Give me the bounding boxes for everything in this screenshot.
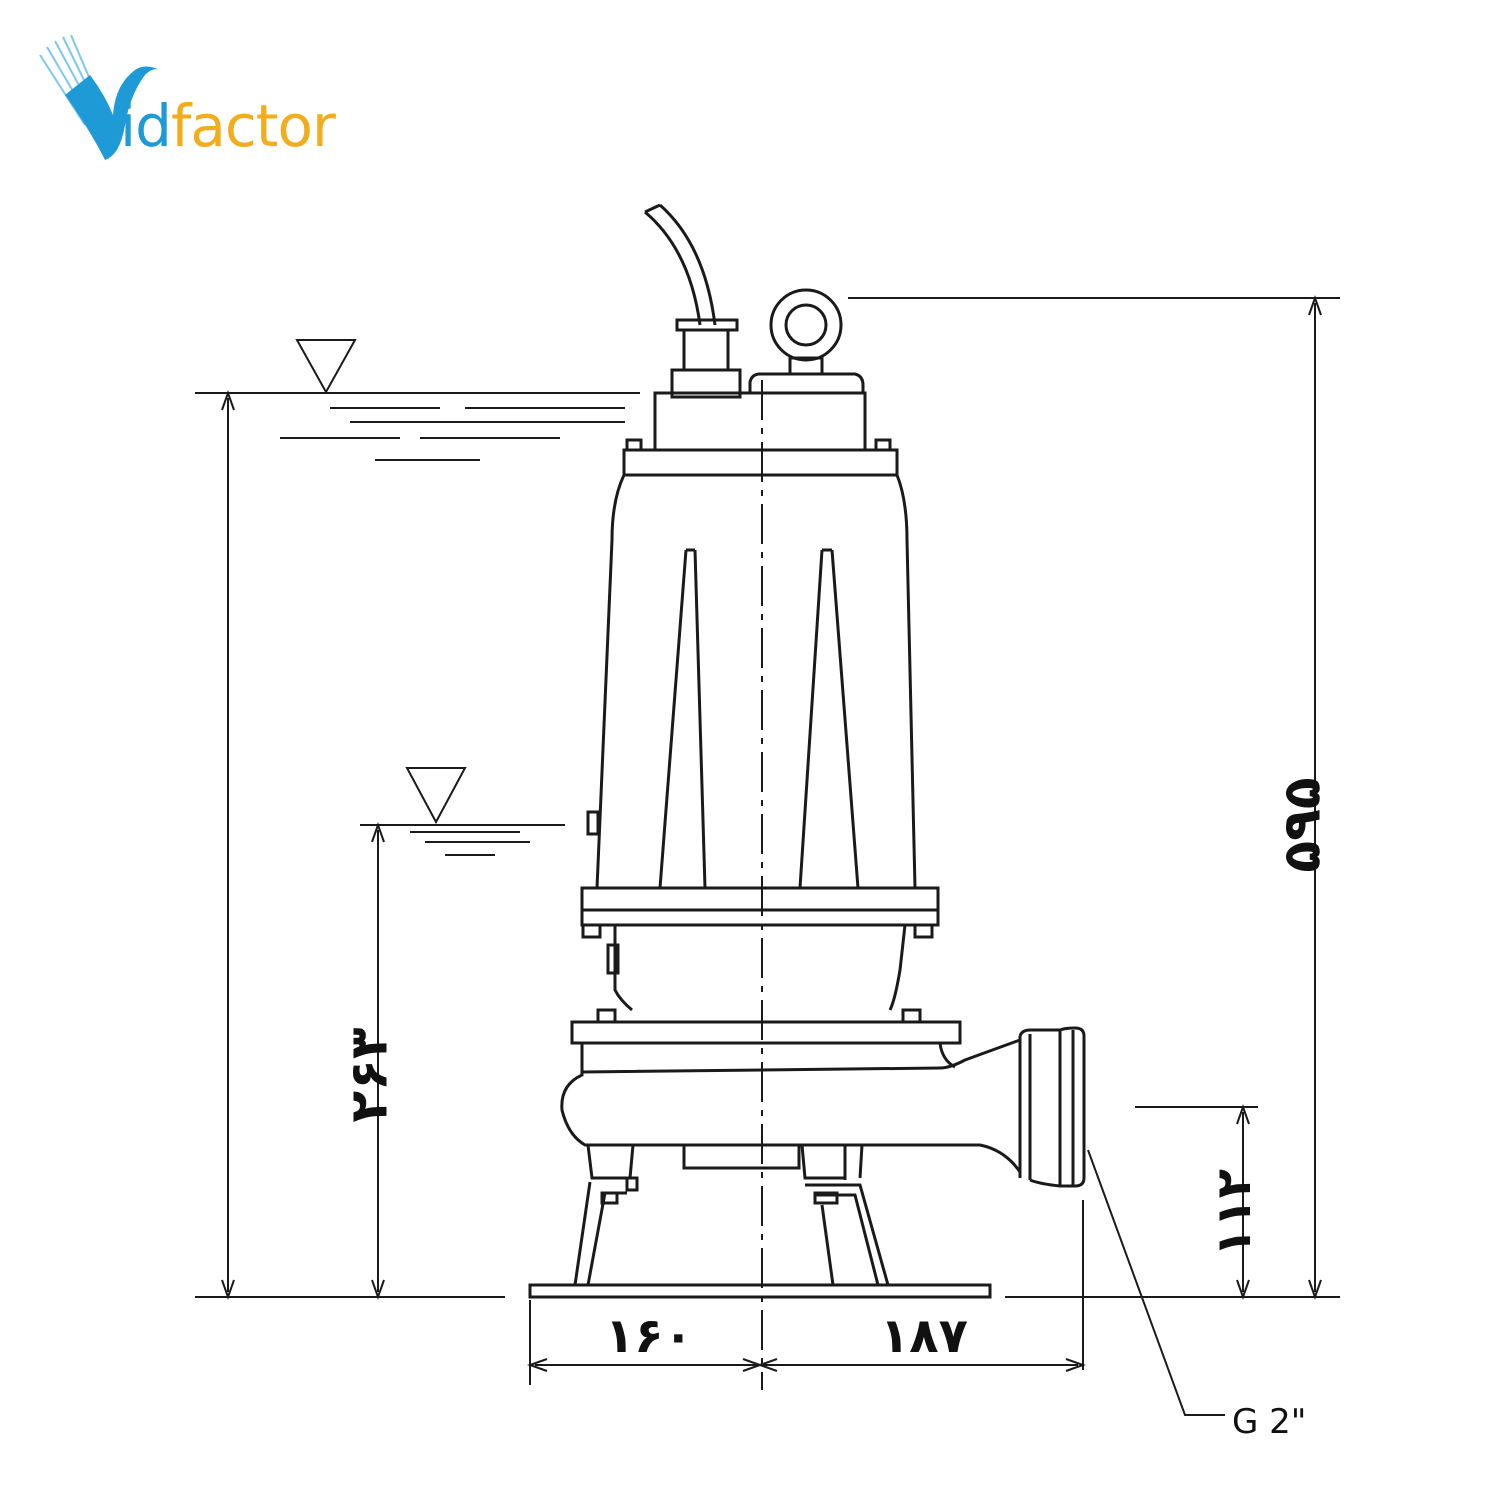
logo-prefix: id [120, 92, 172, 160]
discharge-thread-label: G 2" [1232, 1402, 1307, 1442]
dimension-lines [221, 294, 1322, 1416]
dimension-discharge-height: ۱۱۲ [1205, 1169, 1262, 1257]
dimension-total-height: ۵۹۵ [1272, 777, 1333, 873]
pump-volute [560, 1008, 1086, 1188]
lower-water-level [360, 767, 565, 856]
logo-wordmark: idfactor [120, 92, 336, 160]
dimension-min-water-level: ۲۶۳ [339, 1027, 400, 1123]
reference-lines [195, 297, 1340, 1385]
motor-housing [580, 391, 940, 1012]
vidfactor-logo-mark [39, 35, 160, 160]
lifting-eye-bolt [748, 288, 865, 393]
upper-water-level [195, 339, 640, 461]
power-cable [644, 203, 742, 399]
pump-stand [528, 1144, 992, 1299]
logo-suffix: factor [170, 92, 336, 160]
dimension-right-width: ۱۸۷ [880, 1308, 968, 1364]
dimension-left-width: ۱۶۰ [605, 1308, 693, 1364]
